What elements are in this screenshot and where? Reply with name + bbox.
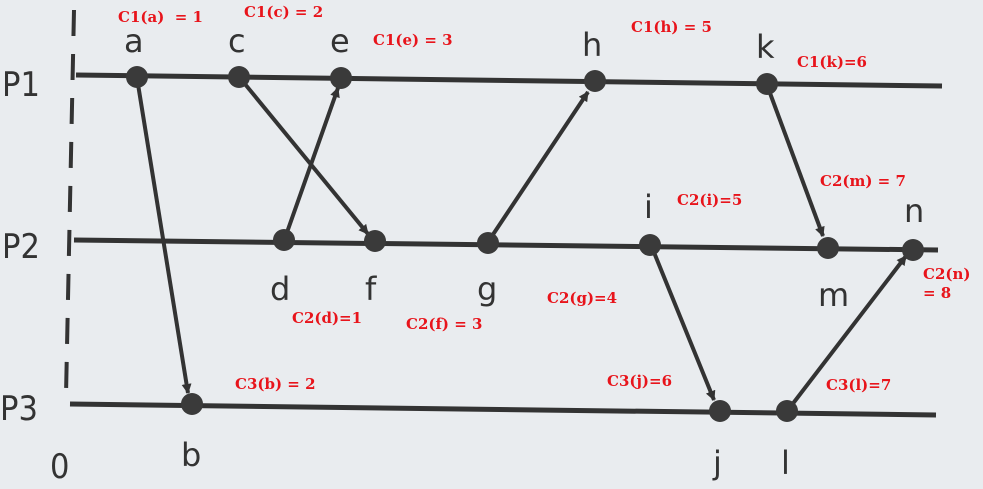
event-label-a: a xyxy=(124,22,144,60)
message-arrow-a-b xyxy=(135,77,192,394)
event-label-g: g xyxy=(477,270,497,308)
message-arrow-l-n xyxy=(786,254,908,412)
event-dot-h xyxy=(584,70,606,92)
event-label-c: c xyxy=(228,22,246,60)
event-label-l: l xyxy=(781,444,790,482)
clock-label-d: C2(d)=1 xyxy=(292,309,362,327)
clock-label-a: C1(a) = 1 xyxy=(118,8,203,26)
event-dot-c xyxy=(228,66,250,88)
event-dot-n xyxy=(902,239,924,261)
event-dots xyxy=(126,66,924,422)
clock-label-j: C3(j)=6 xyxy=(607,372,672,390)
event-dot-e xyxy=(330,67,352,89)
process-label-p1: P1 xyxy=(2,65,40,105)
event-label-i: i xyxy=(644,188,653,226)
event-label-e: e xyxy=(330,22,350,60)
process-label-p3: P3 xyxy=(0,389,38,429)
message-arrow-i-j xyxy=(649,244,716,401)
timeline-p1 xyxy=(75,72,943,89)
clock-annotations: C1(a) = 1 C1(c) = 2 C1(e) = 3 C1(h) = 5 … xyxy=(118,3,970,394)
clock-label-k: C1(k)=6 xyxy=(797,53,867,71)
timeline-p2 xyxy=(73,237,939,253)
event-dot-g xyxy=(477,232,499,254)
clock-label-e: C1(e) = 3 xyxy=(373,31,453,49)
clock-label-l: C3(l)=7 xyxy=(826,376,891,394)
event-labels: a c e h k d f g i m n b j l xyxy=(124,22,924,482)
clock-label-h: C1(h) = 5 xyxy=(631,18,712,36)
event-dot-a xyxy=(126,66,148,88)
event-dot-l xyxy=(776,400,798,422)
clock-label-f: C2(f) = 3 xyxy=(406,315,482,333)
event-dot-m xyxy=(817,237,839,259)
clock-label-n-line2: = 8 xyxy=(923,284,951,302)
clock-label-m: C2(m) = 7 xyxy=(820,172,906,190)
process-label-p2: P2 xyxy=(2,227,40,267)
event-dot-d xyxy=(273,229,295,251)
event-dot-k xyxy=(756,73,778,95)
event-label-m: m xyxy=(818,276,849,314)
clock-label-n: C2(n) xyxy=(923,265,970,283)
clock-label-b: C3(b) = 2 xyxy=(235,375,316,393)
event-dot-i xyxy=(639,234,661,256)
message-arrows xyxy=(135,76,908,412)
event-dot-b xyxy=(181,393,203,415)
event-label-d: d xyxy=(270,270,290,308)
event-label-h: h xyxy=(582,26,602,64)
event-label-b: b xyxy=(181,436,201,474)
message-arrow-c-f xyxy=(238,76,370,236)
message-arrow-k-m xyxy=(765,84,825,237)
event-label-n: n xyxy=(904,192,924,230)
event-dot-j xyxy=(709,400,731,422)
event-dot-f xyxy=(364,230,386,252)
clock-label-i: C2(i)=5 xyxy=(677,191,742,209)
origin-label: 0 xyxy=(50,447,69,487)
event-label-k: k xyxy=(756,28,775,66)
process-timelines xyxy=(69,72,943,418)
clock-label-c: C1(c) = 2 xyxy=(244,3,323,21)
message-arrow-d-e xyxy=(283,87,340,239)
clock-label-g: C2(g)=4 xyxy=(547,289,617,307)
time-origin-line xyxy=(64,9,76,396)
event-label-j: j xyxy=(712,444,722,482)
event-label-f: f xyxy=(365,270,377,308)
message-arrow-g-h xyxy=(486,90,590,244)
